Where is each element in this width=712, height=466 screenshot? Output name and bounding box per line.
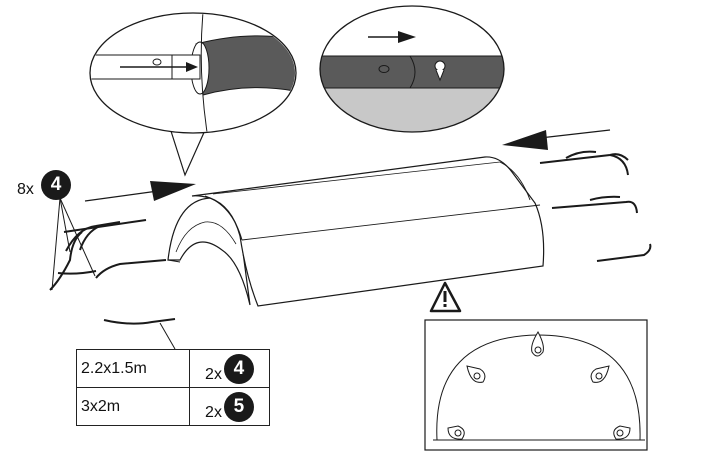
quantity-label: 2x (205, 403, 222, 421)
part-badge: 5 (223, 391, 254, 422)
zoom-detail-pole-joint (319, 5, 505, 133)
size-quantity-table: 2.2x1.5m 2x 4 3x2m 2x 5 (76, 349, 270, 426)
warning-triangle-icon (429, 281, 462, 313)
table-row: 2.2x1.5m 2x 4 (76, 349, 270, 388)
pole-count-label: 8x (17, 181, 34, 198)
pole-set-left (49, 197, 176, 325)
tunnel-greenhouse (167, 156, 545, 307)
part-badge: 4 (223, 353, 254, 384)
table-row: 3x2m 2x 5 (76, 387, 270, 426)
size-cell: 2.2x1.5m (76, 349, 190, 388)
size-cell: 3x2m (76, 387, 190, 426)
part-badge-4: 4 (41, 170, 71, 200)
arrow-left-icon (502, 129, 611, 150)
pole-set-right (539, 150, 652, 262)
quantity-cell: 2x 4 (189, 349, 270, 388)
zoom-detail-sleeve (89, 12, 297, 177)
quantity-label: 2x (205, 365, 222, 383)
quantity-cell: 2x 5 (189, 387, 270, 426)
hoop-cross-section-inset (424, 319, 648, 451)
arrow-right-icon (84, 181, 196, 202)
table-callout-line (159, 322, 176, 350)
